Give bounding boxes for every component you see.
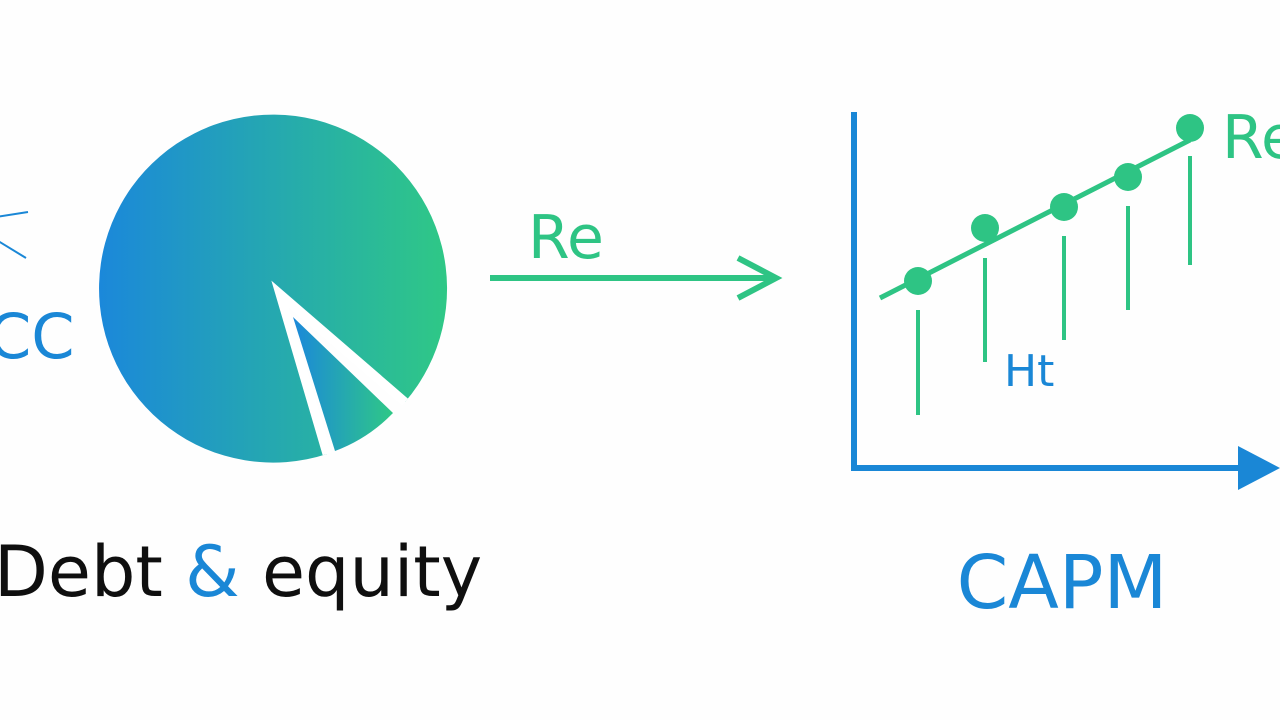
data-point-4 (1114, 163, 1142, 191)
pie-slice-separator (271, 280, 408, 456)
caption-equity: equity (262, 531, 482, 613)
chart-inner-label: Ht (1004, 346, 1054, 397)
arrow-head (736, 255, 783, 301)
fragment-label: CC (0, 300, 75, 373)
data-point-1 (904, 267, 932, 295)
x-axis-arrowhead (1238, 446, 1280, 490)
data-point-3 (1050, 193, 1078, 221)
data-point-2 (971, 214, 999, 242)
pie-caption: Debt & equity (0, 531, 482, 613)
pie-main-slice (99, 114, 448, 463)
caption-ampersand: & (185, 531, 240, 613)
capm-chart: Re Ht (851, 103, 1280, 490)
left-fragment: CC (0, 211, 75, 373)
fragment-stroke-lower (0, 240, 27, 259)
fragment-stroke-upper (0, 211, 29, 218)
flow-arrow: Re (490, 203, 783, 301)
data-point-5 (1176, 114, 1204, 142)
pie-debt-slice (293, 317, 393, 451)
security-market-line (878, 137, 1192, 301)
debt-equity-pie (99, 114, 448, 463)
capm-caption: CAPM (957, 540, 1168, 626)
line-end-label: Re (1222, 103, 1280, 173)
arrow-label: Re (528, 203, 604, 273)
caption-debt: Debt (0, 531, 163, 613)
